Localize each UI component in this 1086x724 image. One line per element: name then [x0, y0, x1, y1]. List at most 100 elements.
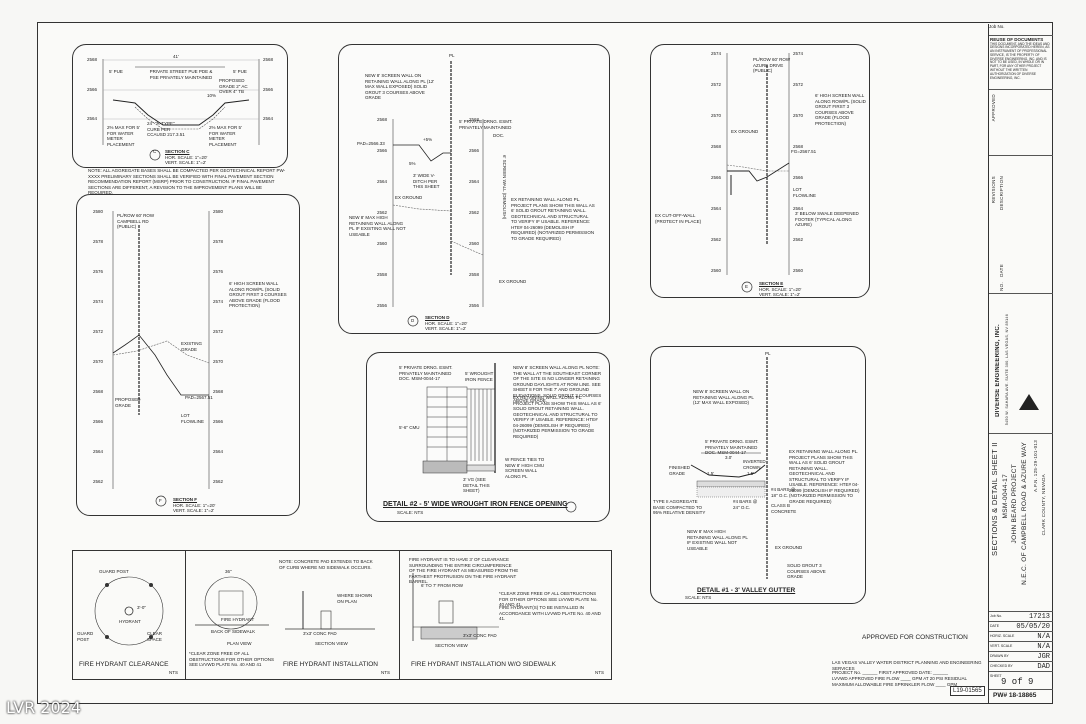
section-f-elev-2: 2576	[93, 269, 104, 274]
title-block: Job No. REUSE OF DOCUMENTS THIS DOCUMENT…	[988, 24, 1053, 704]
water-district: LAS VEGAS VALLEY WATER DISTRICT PLANNING…	[832, 660, 982, 671]
section-f-elev-r6: 2568	[213, 389, 224, 394]
section-e-pad: FG=2567.51	[791, 149, 817, 154]
section-e-elev-r4: 2566	[793, 175, 804, 180]
section-e-elev-r6: 2562	[793, 237, 804, 242]
detail-1-dim-0: 3.0'	[725, 455, 733, 460]
detail-1-pl: PL	[765, 351, 771, 356]
tb-revisions: REVISIONS DESCRIPTION DATE NO.	[989, 156, 1053, 294]
section-f-elev-r9: 2562	[213, 479, 224, 484]
tb-job-no: Job No.	[989, 24, 1053, 36]
section-e-flow: LOT FLOWLINE	[793, 187, 817, 198]
tb-no-label: NO.	[999, 282, 1004, 291]
tb-horiz-scale-value: N/A	[1037, 633, 1050, 641]
section-c-elev-bot-right: 2564	[263, 116, 274, 121]
section-c-notes: NOTE: ALL AGGREGATE BASES SHALL BE COMPA…	[88, 168, 286, 195]
hydrant-install-clear: *CLEAR ZONE FREE OF ALL OBSTRUCTIONS FOR…	[189, 651, 275, 667]
tb-date: DATE 05/05/20	[989, 622, 1053, 632]
section-c-curb: 24" "R-TYPE" CURB PER CCAUSD 217.3.51	[147, 121, 185, 137]
detail-1-ex-ret: EX RETAINING WALL ALONG PL. PROJECT PLAN…	[789, 449, 860, 504]
section-d-elevs: 2568 2566 2564 2562 2560 2558 2556	[377, 117, 387, 311]
tb-approved: APPROVED	[989, 90, 1053, 156]
section-d-elev-r3: 2562	[469, 210, 480, 215]
hydrant-install-drawing	[195, 576, 375, 630]
section-c-max-right: 2% MAX FOR 5' FOR WATER METER PLACEMENT	[209, 125, 242, 147]
section-f-vert: VERT. SCALE: 1"=2'	[173, 508, 215, 513]
section-f-proposed: PROPOSED GRADE	[115, 397, 141, 408]
section-e-wall: 6' HIGH SCREEN WALL ALONG ROW/PL (SOLID …	[815, 93, 866, 126]
hydrant-install-hydrant: FIRE HYDRANT	[221, 617, 255, 622]
tb-vert-scale-value: N/A	[1037, 643, 1050, 651]
section-f-elev-9: 2562	[93, 479, 104, 484]
detail-1-concrete: CLASS B CONCRETE	[771, 503, 797, 514]
section-f-elev-6: 2568	[93, 389, 104, 394]
hydrant-clearance-hyd: HYDRANT	[119, 619, 141, 624]
section-e-vert: VERT. SCALE: 1"=2'	[759, 292, 801, 297]
section-c-elev-top-right: 2568	[263, 57, 274, 62]
section-f-elev-r8: 2564	[213, 449, 224, 454]
hydrant-row: GUARD POST GUARD POST CLEAR SPACE HYDRAN…	[72, 550, 612, 680]
section-d-elev-5: 2558	[377, 272, 388, 277]
tb-apn: A.P.N. 125-29-101-013	[1033, 440, 1038, 492]
section-e-row: PL/ROW 60' ROW AZURE DRIVE (PUBLIC)	[753, 57, 791, 73]
detail-2-drawing	[422, 363, 577, 513]
section-e-elev-0: 2574	[711, 51, 722, 56]
detail-2-cmu: 5'-6" CMU	[399, 425, 420, 430]
section-d-elev-6: 2556	[377, 303, 388, 308]
tb-job-number-value: 17213	[1028, 613, 1050, 621]
section-d-vert: VERT. SCALE: 1"=2'	[425, 326, 467, 331]
approved-for-construction: APPROVED FOR CONSTRUCTION	[862, 634, 968, 641]
section-f-elev: 2580 2578 2576 2574 2572 2570 2568 2566 …	[93, 209, 103, 489]
detail-1-title: DETAIL #1 - 3' VALLEY GUTTER	[697, 587, 796, 594]
hydrant-install-nts: NTS	[381, 670, 390, 675]
section-f-letter: F	[159, 498, 162, 503]
section-f-elev-0: 2580	[93, 209, 104, 214]
section-f-elev-r7: 2566	[213, 419, 224, 424]
tb-sheet-value: 9 of 9	[1001, 677, 1034, 687]
section-d-elev-2: 2564	[377, 179, 388, 184]
tb-vert-scale-label: VERT. SCALE	[990, 644, 1013, 648]
hydrant-install-sidewalk: BACK OF SIDEWALK	[211, 629, 256, 634]
section-d-doc: DOC.	[493, 133, 505, 138]
section-f-elev-1: 2578	[93, 239, 104, 244]
hydrant-clearance-drawing	[94, 576, 164, 646]
tb-firm-address: 5450 W. SAHARA AVE. SUITE 300, LAS VEGAS…	[1005, 314, 1009, 426]
section-d-elev-1: 2566	[377, 148, 388, 153]
section-f-pad: PAD=2567.51	[185, 395, 213, 400]
hydrant-clearance-clear: CLEAR SPACE	[147, 631, 163, 642]
section-c-panel: 2568 2568 2566 2566 2564 2564 41' PRIVAT…	[72, 44, 288, 168]
section-e-hor: HOR. SCALE: 1"=20'	[759, 287, 802, 292]
detail-1-wall: NEW 8' SCREEN WALL ON RETAINING WALL ALO…	[693, 389, 754, 405]
detail-2-fence: 5' WROUGHT IRON FENCE	[465, 371, 494, 382]
section-e-title: SECTION E	[759, 281, 784, 286]
detail-1-base: TYPE II AGGREGATE BASE COMPACTED TO 95% …	[653, 499, 706, 515]
tb-county: CLARK COUNTY, NEVADA	[1041, 474, 1046, 536]
section-f-elev-right: 2580 2578 2576 2574 2572 2570 2568 2566 …	[213, 209, 223, 489]
detail-1-panel: PL NEW 8' SCREEN WALL ON RETAINING WALL …	[650, 346, 866, 604]
l19-number: L19-01565	[950, 686, 985, 696]
section-f-elev-r1: 2578	[213, 239, 224, 244]
section-e-elevs-right: 2574 2572 2570 2568 2566 2564 2562 2560	[793, 51, 803, 276]
detail-1-bars1: #4 BARS @ 18" O.C.	[771, 487, 796, 498]
section-f-title: SECTION F	[173, 497, 198, 502]
section-e-letter: E	[745, 284, 749, 289]
section-f-flow: LOT FLOWLINE	[181, 413, 205, 424]
section-f-hor: HOR. SCALE: 1"=20'	[173, 503, 216, 508]
section-d-elev-r6: 2556	[469, 303, 480, 308]
tb-date-label: DATE	[999, 264, 1004, 277]
hydrant-clearance-title: FIRE HYDRANT CLEARANCE	[79, 661, 169, 668]
detail-1-dim-2: 1.5'	[747, 471, 755, 476]
section-e-elev-7: 2560	[711, 268, 722, 273]
section-e-elev-r7: 2560	[793, 268, 804, 273]
section-f-elev-4: 2572	[93, 329, 104, 334]
hydrant-wo-nts: NTS	[595, 670, 604, 675]
tb-checked-by: CHECKED BY DAD	[989, 662, 1053, 672]
detail-1-solid: SOLID GROUT 3 COURSES ABOVE GRADE	[787, 563, 826, 579]
tb-job-no-label: Job No.	[989, 24, 1005, 29]
hydrant-clearance-guard2: GUARD POST	[77, 631, 94, 642]
tb-approved-label: APPROVED	[991, 94, 996, 122]
section-d-ex-ground2: EX GROUND	[499, 279, 527, 284]
hydrant-install-plan: PLAN VIEW	[227, 641, 252, 646]
tb-description-label: DESCRIPTION	[999, 176, 1004, 211]
section-d-hor: HOR. SCALE: 1"=20'	[425, 321, 468, 326]
